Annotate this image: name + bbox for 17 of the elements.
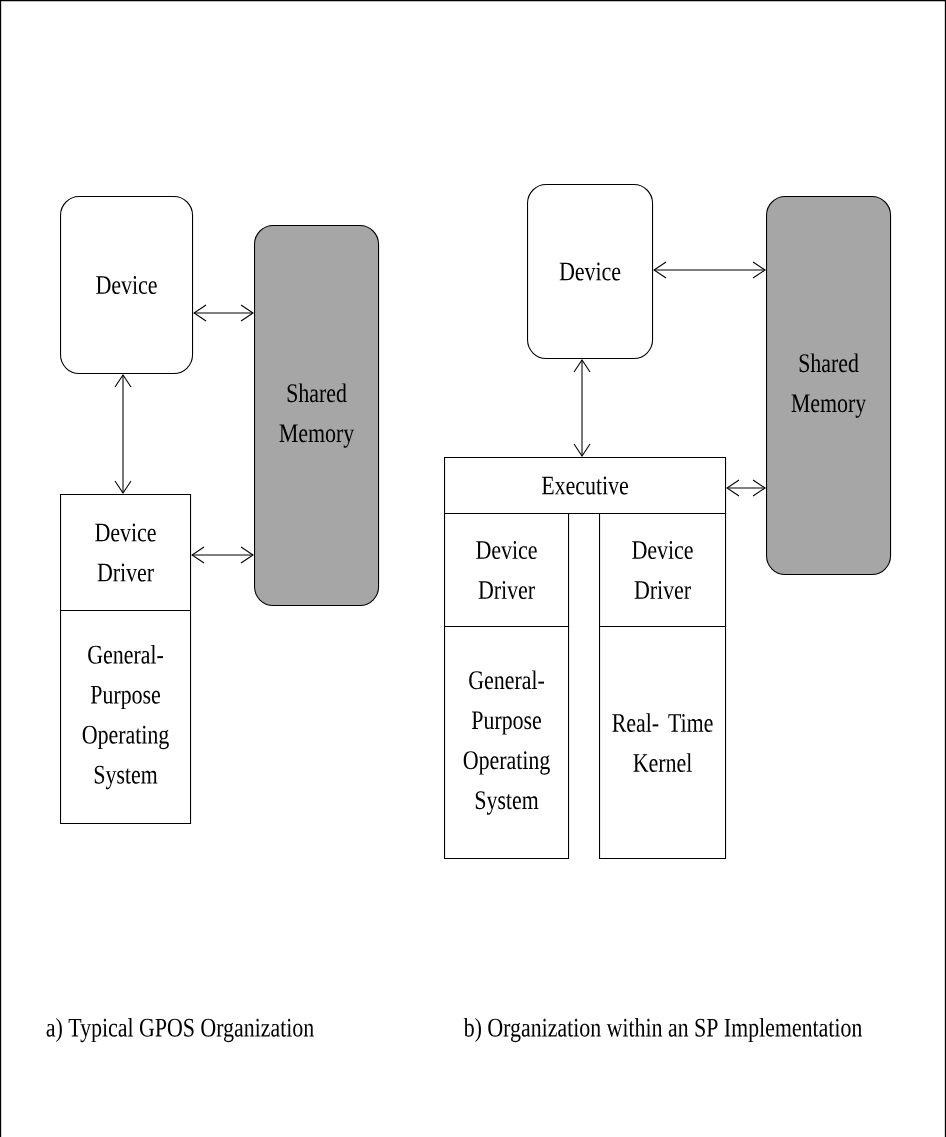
- arrow: [726, 479, 766, 497]
- os-box: General- Purpose Operating System: [60, 610, 192, 825]
- driver-box: Device Driver: [60, 494, 192, 612]
- caption: b) Organization within an SP Implementation: [463, 1017, 862, 1043]
- driver-box: Device Driver: [599, 513, 727, 628]
- device-box: Device: [527, 184, 654, 360]
- arrow: [573, 359, 591, 457]
- caption: a) Typical GPOS Organization: [46, 1017, 314, 1043]
- arrow: [191, 546, 254, 564]
- shared-memory-box: Shared Memory: [254, 225, 380, 607]
- arrow: [114, 374, 132, 494]
- shared-memory-box: Shared Memory: [766, 196, 892, 576]
- arrow: [193, 304, 254, 322]
- executive-box: Executive: [444, 457, 727, 515]
- arrow: [653, 261, 766, 279]
- device-box: Device: [60, 196, 194, 375]
- driver-box: Device Driver: [444, 513, 570, 628]
